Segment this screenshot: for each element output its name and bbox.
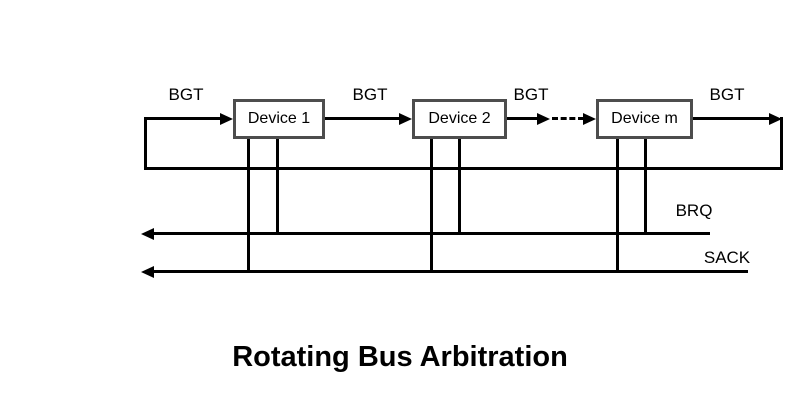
device2-brq-drop-line — [458, 138, 461, 235]
bgt-label-4: BGT — [709, 85, 745, 104]
devicem-brq-drop-line — [644, 138, 647, 235]
bgt-arrow-shaft-device2-out — [507, 117, 538, 120]
bgt-arrowhead-right-corner — [769, 112, 782, 125]
bgt-return-line — [144, 167, 783, 170]
brq-bus-line — [152, 232, 710, 235]
sack-label: SACK — [703, 248, 751, 267]
bgt-arrow-shaft-into-device1 — [144, 117, 221, 120]
device1-sack-drop-line — [247, 138, 250, 273]
bgt-label-3: BGT — [513, 85, 549, 104]
bgt-arrow-shaft-device1-device2 — [325, 117, 401, 120]
device-2-label: Device 2 — [428, 110, 491, 127]
device1-brq-drop-line — [276, 138, 279, 235]
bgt-arrowhead-into-device1 — [220, 112, 233, 125]
bgt-label-2: BGT — [352, 85, 388, 104]
bgt-dashed-segment — [552, 117, 584, 120]
brq-label: BRQ — [675, 201, 713, 220]
diagram-title: Rotating Bus Arbitration — [232, 341, 568, 373]
device2-sack-drop-line — [430, 138, 433, 273]
bgt-arrowhead-into-device2 — [399, 112, 412, 125]
sack-arrowhead-left — [141, 265, 154, 278]
brq-arrowhead-left — [141, 227, 154, 240]
bgt-arrow-shaft-devicem-out — [693, 117, 770, 120]
devicem-sack-drop-line — [616, 138, 619, 273]
bgt-arrowhead-mid — [537, 112, 550, 125]
device-m-box: Device m — [596, 99, 693, 139]
bgt-label-1: BGT — [168, 85, 204, 104]
device-1-label: Device 1 — [247, 110, 311, 127]
bgt-left-riser-line — [144, 117, 147, 170]
device-m-label: Device m — [611, 110, 678, 127]
device-2-box: Device 2 — [412, 99, 507, 139]
bgt-arrowhead-into-devicem — [583, 112, 596, 125]
bgt-right-riser-line — [780, 117, 783, 170]
device-1-box: Device 1 — [233, 99, 325, 139]
sack-bus-line — [152, 270, 748, 273]
